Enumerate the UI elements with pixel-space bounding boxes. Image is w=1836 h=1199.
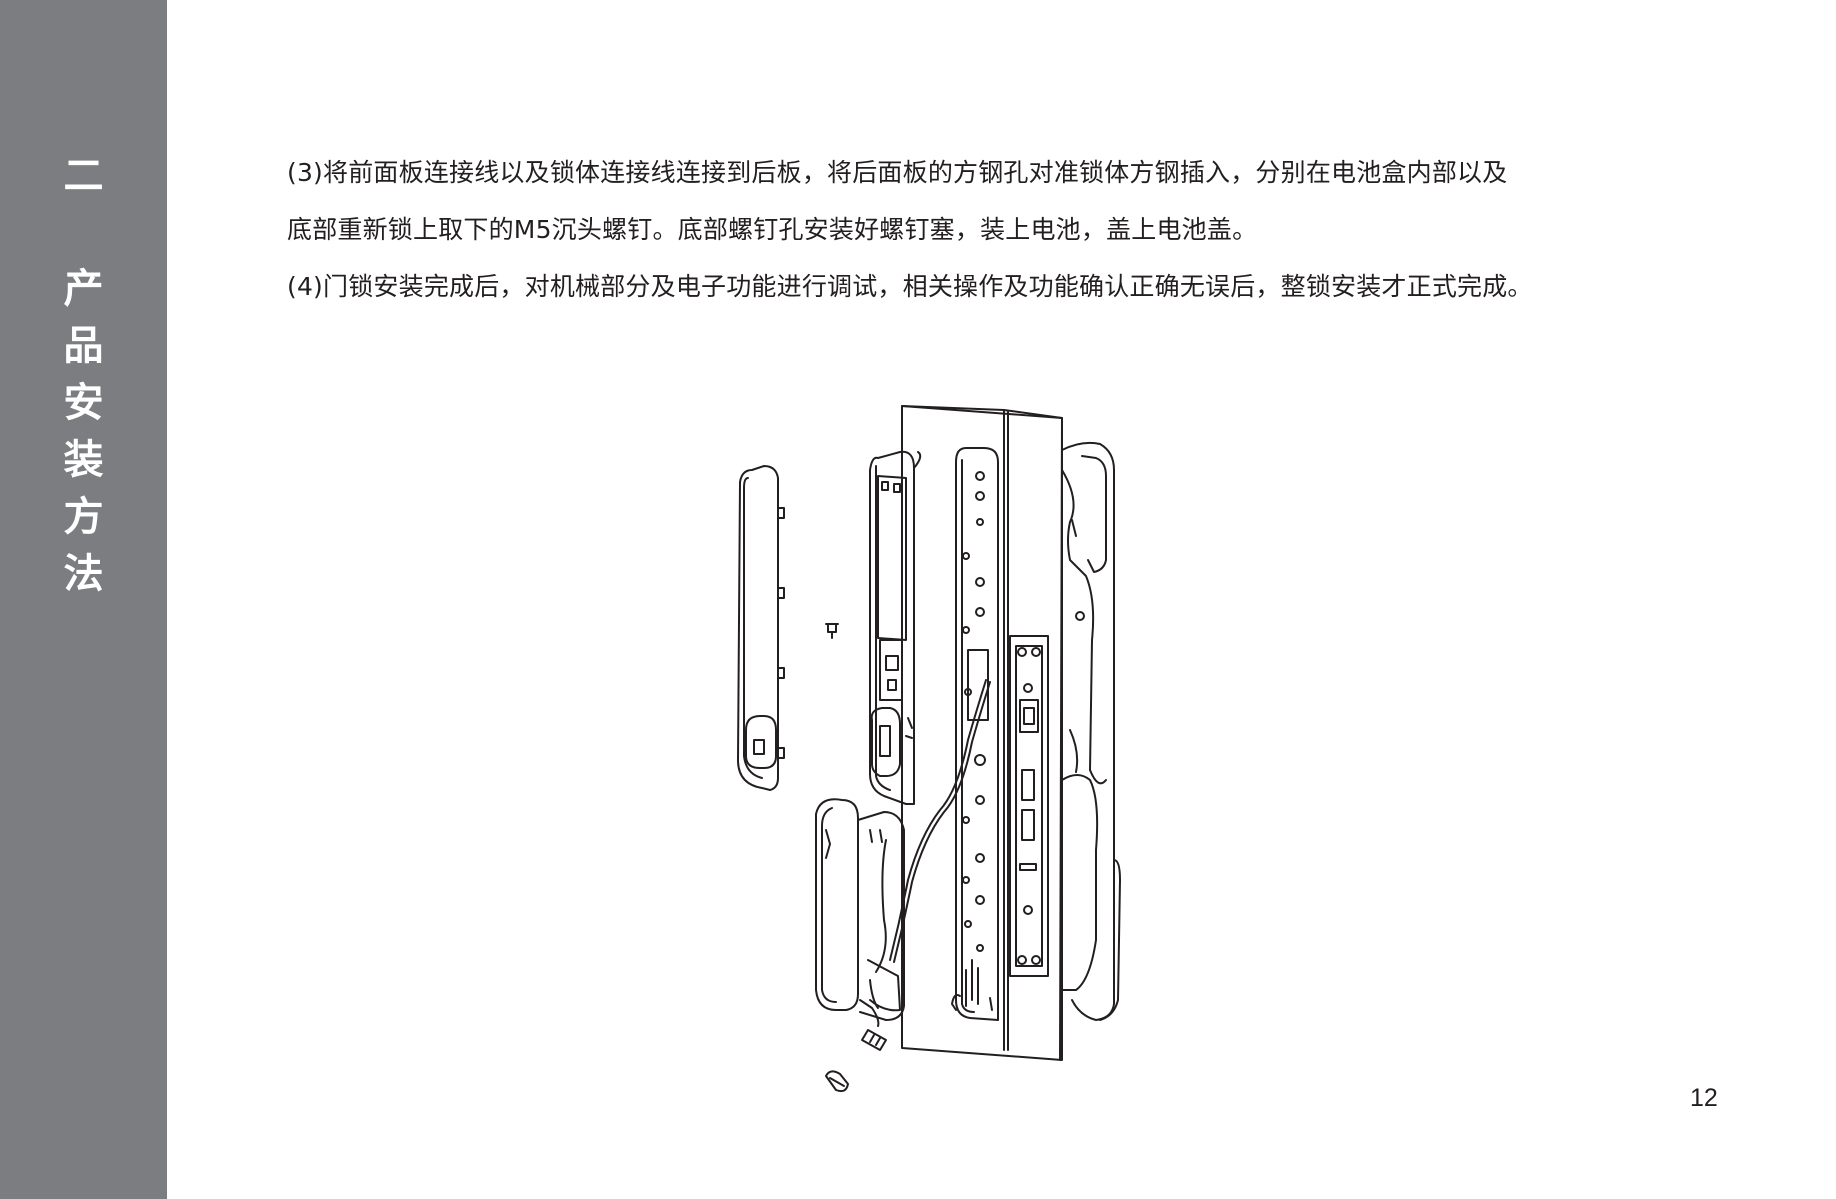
instruction-line: 底部重新锁上取下的M5沉头螺钉。底部螺钉孔安装好螺钉塞，装上电池，盖上电池盖。: [287, 215, 1258, 244]
outer-handle-part: [1061, 441, 1121, 1021]
lock-assembly-illustration: [737, 405, 1121, 1093]
chapter-side-tab: 二 产 品 安 装 方 法: [0, 0, 167, 1199]
instruction-line: (3)将前面板连接线以及锁体连接线连接到后板，将后面板的方钢孔对准锁体方钢插入，…: [287, 158, 1508, 187]
page-number: 12: [1690, 1084, 1718, 1112]
chapter-title-char: 方: [63, 494, 104, 540]
instruction-text: (3)将前面板连接线以及锁体连接线连接到后板，将后面板的方钢孔对准锁体方钢插入，…: [287, 144, 1687, 315]
chapter-title: 二 产 品 安 装 方 法: [0, 148, 167, 603]
instruction-line: (4)门锁安装完成后，对机械部分及电子功能进行调试，相关操作及功能确认正确无误后…: [287, 272, 1533, 301]
chapter-title-char: 产: [63, 266, 104, 312]
rear-panel-part: [815, 450, 922, 1027]
chapter-title-char: 安: [63, 380, 104, 426]
mounting-plate-part: [951, 447, 999, 1021]
chapter-title-char: 法: [63, 551, 104, 597]
chapter-title-char: 装: [63, 437, 104, 483]
chapter-number: 二: [63, 153, 104, 199]
chapter-title-char: 品: [63, 323, 104, 369]
screw-parts: [825, 623, 887, 1093]
battery-cover-part: [737, 465, 785, 791]
door-slab: [901, 405, 1063, 1061]
